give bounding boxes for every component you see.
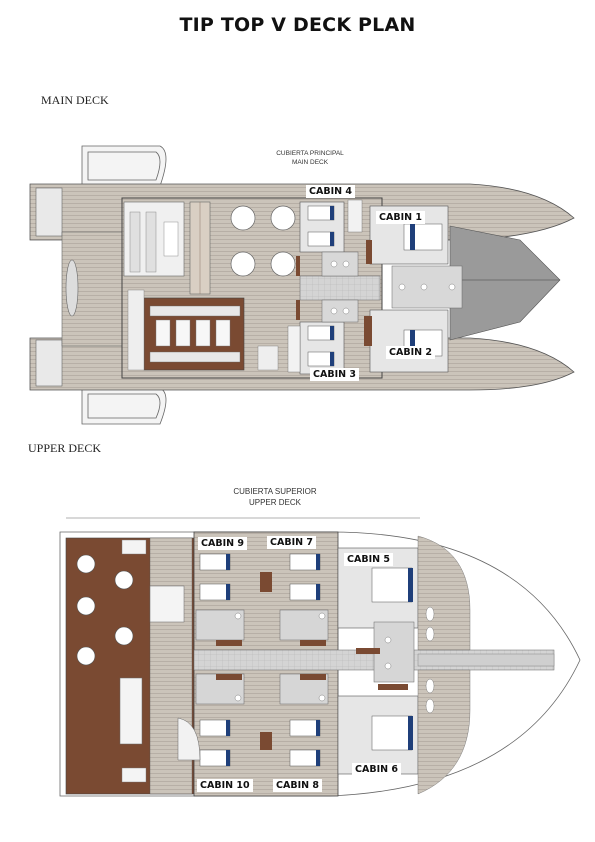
main-cabin-4-label: CABIN 4 bbox=[306, 185, 355, 198]
dining-tables bbox=[230, 205, 296, 277]
tender-boat-top bbox=[81, 145, 167, 187]
upper-cabin-10-label: CABIN 10 bbox=[197, 779, 253, 792]
upper-deck-caption-es: CUBIERTA SUPERIOR bbox=[233, 487, 317, 496]
main-cabin-3-label: CABIN 3 bbox=[310, 368, 359, 381]
main-deck-caption-es: CUBIERTA PRINCIPAL bbox=[276, 150, 344, 157]
upper-deck-plan bbox=[59, 517, 581, 797]
bow-net bbox=[449, 225, 561, 341]
page-title: TIP TOP V DECK PLAN bbox=[179, 14, 416, 36]
upper-deck-heading: UPPER DECK bbox=[28, 441, 102, 455]
upper-cabin-6-label: CABIN 6 bbox=[352, 763, 401, 776]
upper-deck-caption-en: UPPER DECK bbox=[248, 498, 301, 507]
upper-cabin-9-label: CABIN 9 bbox=[198, 537, 247, 550]
main-deck-heading: MAIN DECK bbox=[41, 93, 109, 107]
upper-lounge-tables bbox=[76, 554, 134, 666]
main-deck-plan bbox=[29, 145, 575, 425]
main-deck-caption-en: MAIN DECK bbox=[291, 159, 329, 166]
tender-boat-bottom bbox=[81, 387, 167, 425]
stern-aft-deck bbox=[61, 231, 123, 347]
stern-step-top bbox=[35, 187, 63, 237]
upper-cabin-8-label: CABIN 8 bbox=[273, 779, 322, 792]
upper-cabin-7-label: CABIN 7 bbox=[267, 536, 316, 549]
main-cabin-1-label: CABIN 1 bbox=[376, 211, 425, 224]
upper-cabin-5-label: CABIN 5 bbox=[344, 553, 393, 566]
stern-step-bottom bbox=[35, 339, 63, 387]
main-corridor bbox=[299, 275, 381, 301]
upper-spiral-stair bbox=[177, 717, 201, 761]
main-cabin-2-label: CABIN 2 bbox=[386, 346, 435, 359]
